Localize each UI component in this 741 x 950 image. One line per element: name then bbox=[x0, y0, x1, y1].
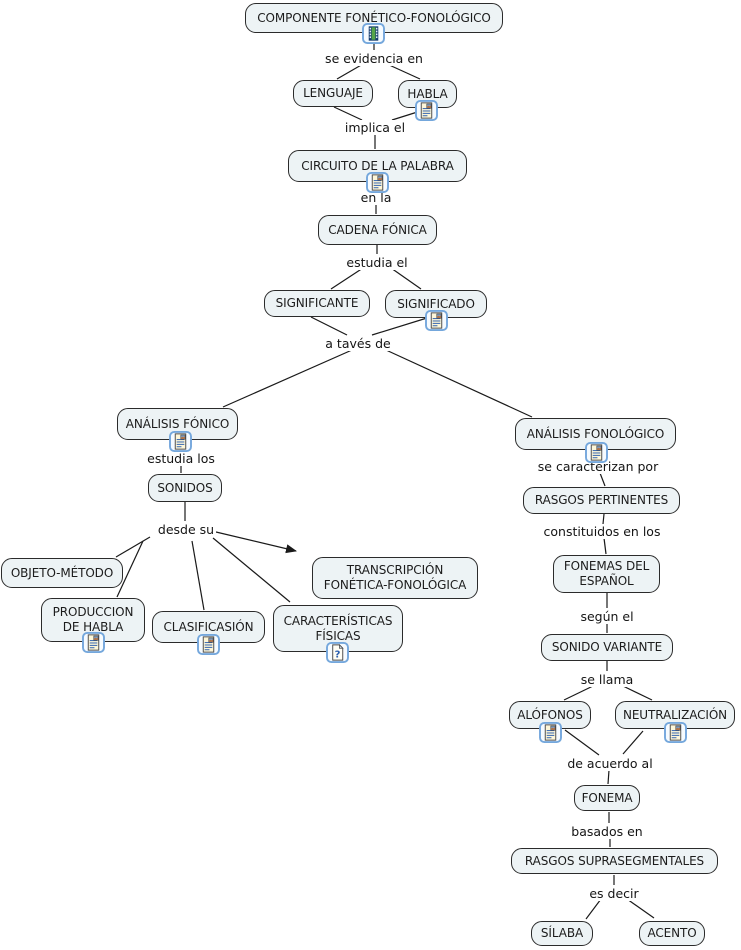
linking-phrase-de-acuerdo-al[interactable]: de acuerdo al bbox=[565, 756, 655, 771]
document-image-icon[interactable] bbox=[366, 172, 389, 193]
document-image-icon[interactable] bbox=[585, 442, 608, 463]
concept-acento[interactable]: ACENTO bbox=[639, 921, 705, 946]
concept-label: SÍLABA bbox=[540, 926, 584, 940]
concept-label: OBJETO-MÉTODO bbox=[10, 565, 114, 580]
concept-cadena-fonica[interactable]: CADENA FÓNICA bbox=[318, 215, 437, 245]
document-image-icon[interactable] bbox=[169, 431, 192, 452]
linking-phrase-desde-su[interactable]: desde su bbox=[155, 522, 217, 537]
linking-phrase-se-llama[interactable]: se llama bbox=[578, 672, 636, 687]
linking-phrase-se-evidencia-en[interactable]: se evidencia en bbox=[323, 51, 425, 66]
linking-phrase-a-taves-de[interactable]: a tavés de bbox=[323, 336, 393, 351]
video-icon[interactable] bbox=[362, 23, 385, 44]
concept-label: SIGNIFICADO bbox=[397, 296, 475, 311]
document-image-icon[interactable] bbox=[415, 100, 438, 121]
concept-label: ANÁLISIS FÓNICO bbox=[125, 416, 230, 431]
concept-fonema[interactable]: FONEMA bbox=[574, 785, 640, 811]
concept-label: ACENTO bbox=[647, 926, 697, 940]
concept-label: FONEMAS DEL ESPAÑOL bbox=[563, 559, 650, 588]
concept-label: CLASIFICASIÓN bbox=[163, 619, 254, 634]
concept-fonemas-del-espanol[interactable]: FONEMAS DEL ESPAÑOL bbox=[553, 555, 660, 593]
concept-label: SONIDOS bbox=[157, 480, 213, 495]
concept-silaba[interactable]: SÍLABA bbox=[531, 921, 593, 946]
concept-sonidos[interactable]: SONIDOS bbox=[148, 474, 222, 502]
concept-neutralizacion[interactable]: NEUTRALIZACIÓN bbox=[615, 701, 735, 729]
document-image-icon[interactable] bbox=[82, 632, 105, 653]
linking-phrase-implica-el[interactable]: implica el bbox=[342, 120, 408, 135]
concept-clasificasion[interactable]: CLASIFICASIÓN bbox=[152, 611, 265, 643]
concept-label: COMPONENTE FONÉTICO-FONOLÓGICO bbox=[257, 10, 491, 25]
concept-rasgos-suprasegmentales[interactable]: RASGOS SUPRASEGMENTALES bbox=[511, 848, 718, 874]
concept-label: PRODUCCION DE HABLA bbox=[52, 605, 134, 634]
concept-label: ALÓFONOS bbox=[517, 707, 583, 722]
concept-transcripcion-fonetica-fonologica[interactable]: TRANSCRIPCIÓN FONÉTICA-FONOLÓGICA bbox=[312, 557, 478, 599]
concept-label: CARACTERÍSTICAS FÍSICAS bbox=[283, 613, 393, 643]
linking-phrase-constituidos-en-los[interactable]: constituidos en los bbox=[541, 524, 663, 539]
concept-label: SIGNIFICANTE bbox=[275, 296, 359, 310]
concept-label: CIRCUITO DE LA PALABRA bbox=[301, 158, 454, 173]
concept-lenguaje[interactable]: LENGUAJE bbox=[293, 80, 373, 107]
concept-label: FONEMA bbox=[581, 790, 633, 805]
concept-significante[interactable]: SIGNIFICANTE bbox=[264, 290, 370, 317]
document-image-icon[interactable] bbox=[539, 722, 562, 743]
document-image-icon[interactable] bbox=[197, 634, 220, 655]
concept-componente-fonetico-fonologico[interactable]: COMPONENTE FONÉTICO-FONOLÓGICO bbox=[245, 3, 503, 33]
document-image-icon[interactable] bbox=[425, 310, 448, 331]
concept-rasgos-pertinentes[interactable]: RASGOS PERTINENTES bbox=[523, 487, 680, 514]
linking-phrase-basados-en[interactable]: basados en bbox=[569, 824, 645, 839]
concept-label: TRANSCRIPCIÓN FONÉTICA-FONOLÓGICA bbox=[323, 563, 467, 592]
concept-label: SONIDO VARIANTE bbox=[551, 640, 663, 654]
linking-phrase-segun-el[interactable]: según el bbox=[578, 609, 636, 624]
concept-sonido-variante[interactable]: SONIDO VARIANTE bbox=[541, 634, 673, 661]
arrow-connector bbox=[215, 531, 297, 554]
document-question-icon[interactable] bbox=[326, 642, 349, 663]
document-image-icon[interactable] bbox=[664, 722, 687, 743]
concept-label: NEUTRALIZACIÓN bbox=[622, 707, 728, 722]
concept-label: CADENA FÓNICA bbox=[328, 222, 427, 237]
concept-label: RASGOS PERTINENTES bbox=[534, 493, 669, 507]
concept-label: HABLA bbox=[407, 86, 448, 101]
linking-phrase-se-caracterizan-por[interactable]: se caracterizan por bbox=[535, 459, 661, 474]
concept-analisis-fonico[interactable]: ANÁLISIS FÓNICO bbox=[117, 408, 238, 440]
linking-phrase-estudia-el[interactable]: estudia el bbox=[344, 255, 410, 270]
concept-label: LENGUAJE bbox=[303, 86, 363, 100]
concept-label: ANÁLISIS FONOLÓGICO bbox=[526, 426, 665, 441]
concept-objeto-metodo[interactable]: OBJETO-MÉTODO bbox=[1, 558, 123, 588]
concept-label: RASGOS SUPRASEGMENTALES bbox=[524, 853, 705, 868]
linking-phrase-es-decir[interactable]: es decir bbox=[587, 886, 641, 901]
linking-phrase-en-la[interactable]: en la bbox=[358, 190, 394, 205]
linking-phrase-estudia-los[interactable]: estudia los bbox=[145, 451, 217, 466]
